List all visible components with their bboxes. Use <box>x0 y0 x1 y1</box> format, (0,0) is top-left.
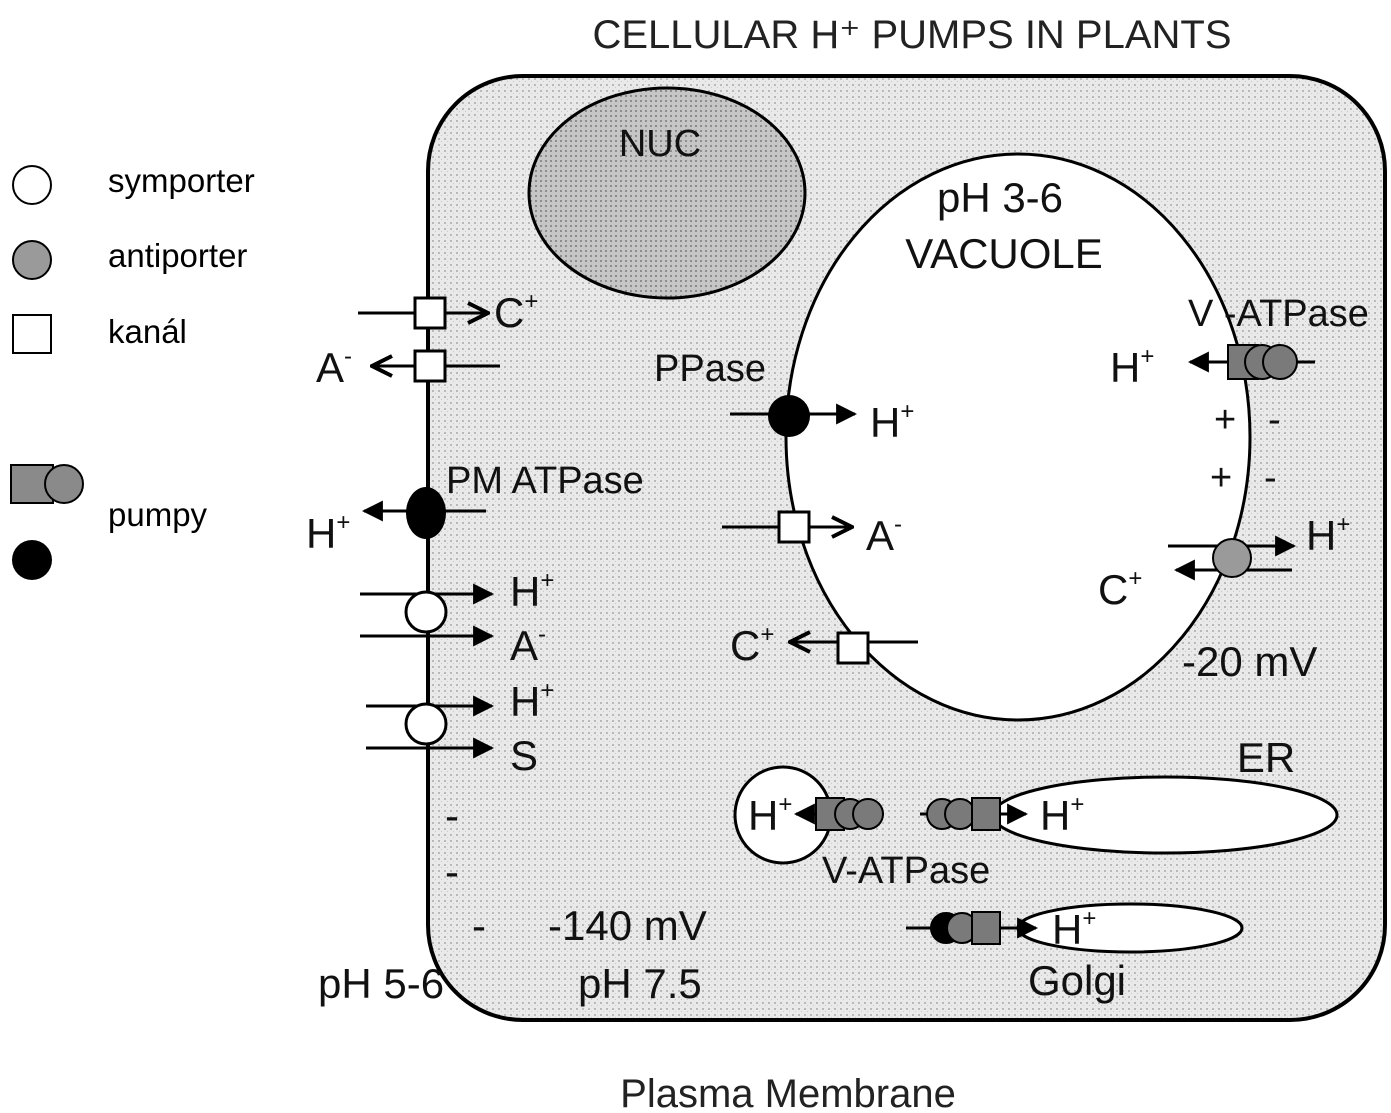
tonoplast-plus-2: + <box>1210 457 1232 499</box>
cytosol-minus-2: - <box>445 848 459 895</box>
pm-h-out-label: H+ <box>306 509 350 557</box>
sym2-s-label: S <box>510 732 538 779</box>
vacuole-label: VACUOLE <box>905 230 1103 277</box>
pm-atpase-label: PM ATPase <box>446 460 644 502</box>
er-label: ER <box>1237 734 1295 781</box>
tonoplast-minus-2: - <box>1264 457 1277 499</box>
tonoplast-minus-1: - <box>1268 399 1281 441</box>
cytosol-ph: pH 7.5 <box>578 960 702 1007</box>
diagram-title: CELLULAR H⁺ PUMPS IN PLANTS <box>592 13 1231 57</box>
vacuole-v-atpase-label: V -ATPase <box>1188 293 1369 335</box>
tonoplast-plus-1: + <box>1214 399 1236 441</box>
vesicle-v-atpase-label: V-ATPase <box>822 850 990 892</box>
cytosol-minus-3: - <box>472 902 486 949</box>
vacuole-potential: -20 mV <box>1182 638 1317 685</box>
nucleus-label: NUC <box>619 123 701 165</box>
golgi-label: Golgi <box>1028 957 1126 1004</box>
pm-a-label: A- <box>316 343 352 391</box>
plasma-membrane-label: Plasma Membrane <box>620 1072 956 1113</box>
cytosol-minus-1: - <box>445 792 459 839</box>
nucleus <box>529 88 805 298</box>
vacuole-ph-label: pH 3-6 <box>937 174 1063 221</box>
ppase-label: PPase <box>654 348 766 390</box>
outside-ph: pH 5-6 <box>318 960 444 1007</box>
cytosol-potential: -140 mV <box>548 902 707 949</box>
